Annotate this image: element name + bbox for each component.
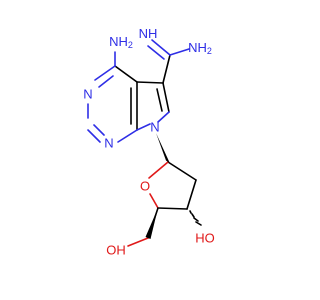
molecule-structure-diagram: NH NH2 NH2 N N N O HO OH xyxy=(83,26,214,258)
pyrimidine-n1-label: N xyxy=(104,136,113,151)
bond-c7a-n1 xyxy=(117,129,138,143)
stereo-bond-layer xyxy=(145,133,202,239)
bond-c4a-c5 xyxy=(136,81,164,84)
bond-c6-n7 xyxy=(157,111,170,123)
pyrimidine-n3-label: N xyxy=(83,87,92,102)
bond-camidine-nh2 xyxy=(169,48,190,56)
bond-n7-c7a xyxy=(136,123,151,131)
hydroxyl-5prime-label: OH xyxy=(106,243,126,258)
bond-n3-c4-inner xyxy=(98,75,114,88)
bond-n1-c2-inner xyxy=(93,124,105,136)
amidine-nh2-label: NH2 xyxy=(188,40,212,57)
sugar-ring-oxygen-label: O xyxy=(140,179,150,194)
pyrrole-n7-label: N xyxy=(150,120,159,135)
bond-c1prime-c2prime xyxy=(167,161,197,181)
hashed-bond-c3prime-oh xyxy=(189,210,202,226)
bond-c5-c6 xyxy=(162,82,170,113)
bond-c5prime-oh xyxy=(127,237,149,247)
bond-n3-c4 xyxy=(94,65,116,81)
bond-c3prime-c4prime xyxy=(157,207,188,210)
bond-camidine-nh-double xyxy=(147,45,165,60)
wedge-bond-n7-c1prime xyxy=(156,133,170,164)
bond-c5-c6-inner xyxy=(156,88,163,112)
bond-n1-c2 xyxy=(87,129,101,143)
bond-o-c1prime xyxy=(148,161,169,179)
bond-c4prime-o xyxy=(149,193,159,209)
bond-c2prime-c3prime xyxy=(186,179,197,210)
bond-camidine-nh xyxy=(151,39,171,56)
atom-label-layer: NH NH2 NH2 N N N O HO OH xyxy=(83,26,214,258)
amino-nh2-label: NH2 xyxy=(109,34,133,51)
amidine-imine-label: NH xyxy=(139,26,158,41)
bond-c4-c4a xyxy=(114,65,138,83)
hydroxyl-3prime-label: HO xyxy=(195,231,215,246)
bond-c5-camidine xyxy=(162,54,171,84)
wedge-bond-c4prime-c5prime xyxy=(145,208,158,239)
